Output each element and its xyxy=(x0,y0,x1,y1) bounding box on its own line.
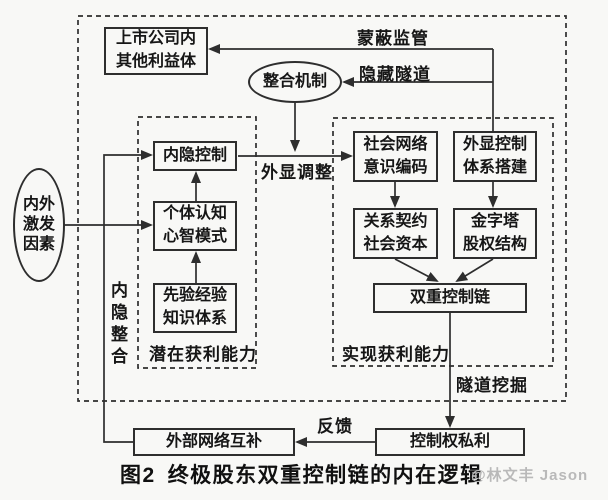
node-individual-cognition: 个体认知 心智模式 xyxy=(153,201,237,251)
figure-caption-number: 图2 xyxy=(120,464,156,487)
arrow-pyramid-to-dual-chain xyxy=(455,258,494,283)
node-external-network-complement: 外部网络互补 xyxy=(133,428,295,456)
node-implicit-control: 内隐控制 xyxy=(153,141,237,171)
label-tunneling: 隧道挖掘 xyxy=(456,376,528,395)
node-listed-company-stakeholders: 上市公司内 其他利益体 xyxy=(104,27,208,75)
node-pyramid-equity-structure: 金字塔 股权结构 xyxy=(453,208,537,259)
node-dual-control-chain: 双重控制链 xyxy=(373,283,527,313)
node-relational-contract-capital: 关系契约 社会资本 xyxy=(353,208,438,259)
node-internal-external-stimuli: 内外 激发 因素 xyxy=(13,168,65,282)
label-realized-profit-capability: 实现获利能力 xyxy=(342,345,450,364)
node-explicit-control-building: 外显控制 体系搭建 xyxy=(453,131,537,182)
watermark-text: @林文丰 Jason xyxy=(471,467,589,484)
label-deceive-regulation: 蒙蔽监管 xyxy=(357,29,429,48)
figure-caption: 图2 终极股东双重控制链的内在逻辑 xyxy=(120,459,483,489)
latent-capability-dashed-frame xyxy=(137,116,257,369)
label-implicit-integration: 内隐整合 xyxy=(108,281,127,369)
node-social-network-encoding: 社会网络 意识编码 xyxy=(353,131,438,182)
label-hidden-tunnel: 隐藏隧道 xyxy=(359,65,431,84)
node-integration-mechanism: 整合机制 xyxy=(248,61,342,103)
arrow-contract-to-dual-chain xyxy=(394,258,439,282)
outer-dashed-frame xyxy=(77,15,567,402)
realized-capability-dashed-frame xyxy=(332,117,554,367)
label-explicit-adjustment: 外显调整 xyxy=(261,163,333,182)
figure-caption-title: 终极股东双重控制链的内在逻辑 xyxy=(167,464,483,487)
node-prior-experience: 先验经验 知识体系 xyxy=(153,283,237,333)
node-control-private-benefits: 控制权私利 xyxy=(375,428,525,456)
label-feedback: 反馈 xyxy=(317,417,353,436)
arrow-implicit-integration-feedback xyxy=(103,150,153,443)
label-latent-profit-capability: 潜在获利能力 xyxy=(149,345,257,364)
